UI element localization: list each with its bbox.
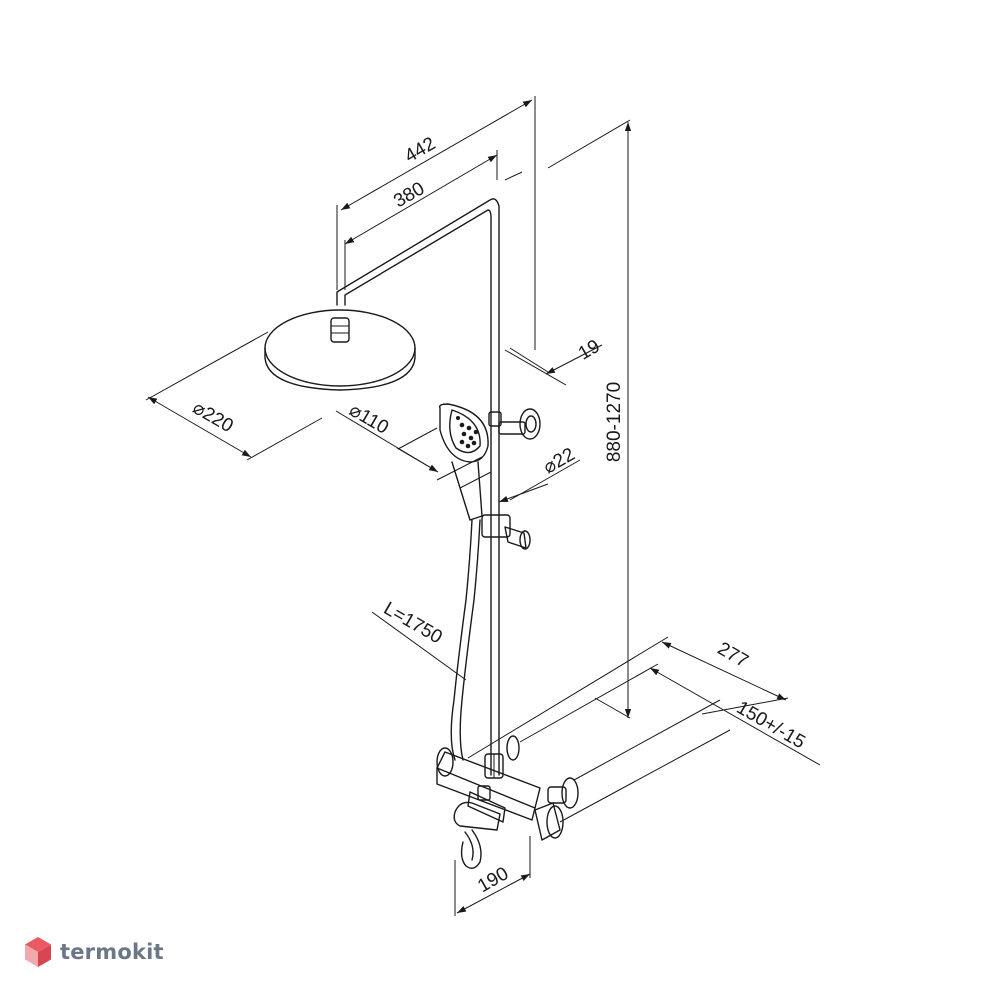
brand-name: termokit	[60, 940, 164, 964]
dimension-190: 190	[454, 836, 531, 916]
dimension-190-label: 190	[474, 863, 512, 897]
dimension-head-diameter-label: ⌀220	[189, 397, 237, 437]
dimension-bar-diameter: ⌀22	[459, 444, 581, 503]
brand-watermark: termokit	[24, 936, 164, 968]
dimension-head-diameter: ⌀220	[145, 331, 323, 461]
dimension-height-label: 880-1270	[604, 382, 625, 462]
dimension-lines: 442 380 19 880-1270 ⌀	[145, 96, 821, 916]
dimension-hose-length-label: L=1750	[380, 598, 446, 648]
dimension-19-label: 19	[575, 336, 604, 365]
dimension-277-label: 277	[714, 638, 752, 672]
dimension-hand-shower-diameter: ⌀110	[335, 400, 483, 481]
dimension-19: 19	[504, 336, 604, 386]
overhead-arm	[336, 198, 500, 413]
dimension-380: 380	[344, 150, 498, 290]
dimension-height: 880-1270	[504, 119, 632, 719]
dimension-connection-spacing: 150+/-15	[519, 663, 821, 823]
hand-shower	[438, 403, 489, 521]
dimension-hose-length: L=1750	[371, 598, 467, 681]
hexagon-cube-icon	[25, 937, 51, 967]
dimension-380-label: 380	[390, 178, 428, 212]
spray-nozzles	[456, 416, 479, 449]
shower-unit	[264, 198, 579, 869]
dimension-hand-shower-diameter-label: ⌀110	[345, 400, 392, 439]
bath-spout	[453, 785, 506, 869]
thermostatic-mixer	[436, 735, 579, 841]
dimension-bar-diameter-label: ⌀22	[540, 444, 579, 478]
rain-shower-head	[264, 309, 416, 391]
main-column	[488, 408, 541, 776]
dimension-connection-spacing-label: 150+/-15	[733, 697, 809, 753]
hand-shower-slider	[481, 514, 531, 550]
dimension-442-label: 442	[401, 133, 439, 167]
shower-hose	[450, 519, 481, 761]
